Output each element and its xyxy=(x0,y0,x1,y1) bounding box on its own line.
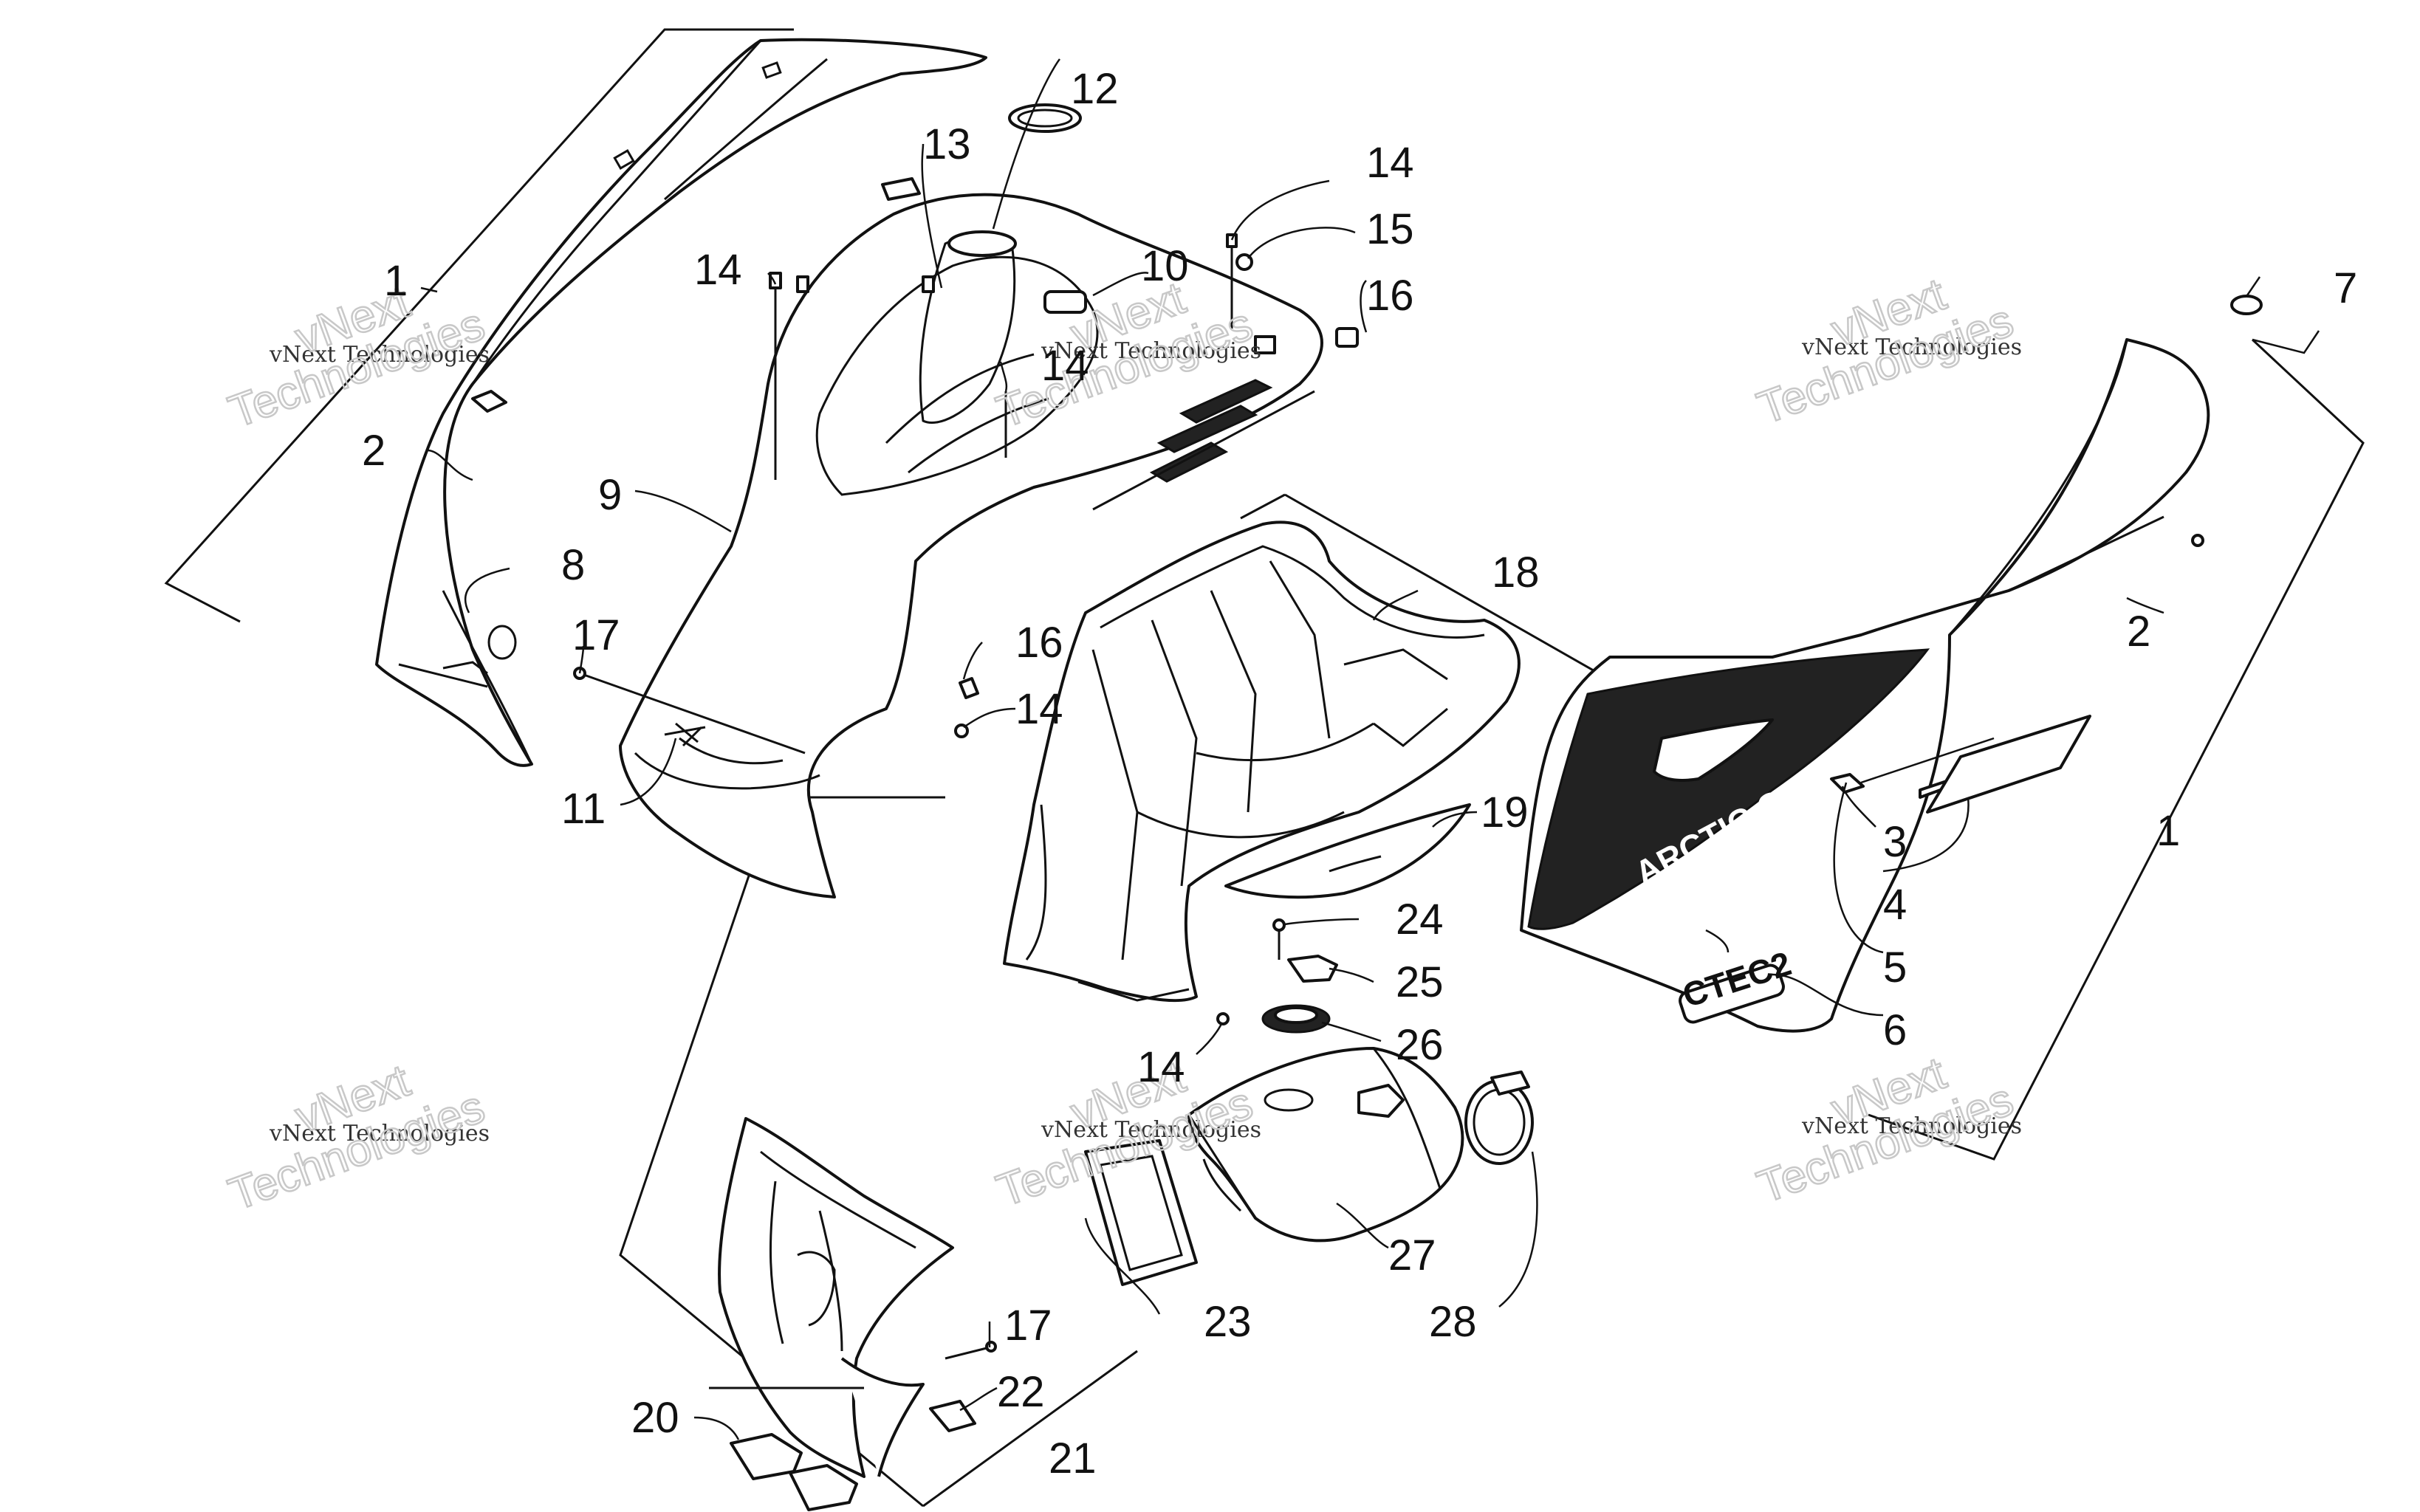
watermark-company: vNext Technologies xyxy=(269,342,490,368)
callout-26: 26 xyxy=(1396,1021,1444,1069)
callout-3: 3 xyxy=(1883,818,1907,866)
callout-11: 11 xyxy=(561,785,606,833)
callout-1: 1 xyxy=(2156,807,2180,855)
watermark-company: vNext Technologies xyxy=(1801,1113,2022,1139)
callout-19: 19 xyxy=(1481,788,1529,836)
callout-28: 28 xyxy=(1429,1298,1477,1346)
callout-15: 15 xyxy=(1366,205,1414,253)
lower-intake xyxy=(709,1117,997,1511)
callout-14: 14 xyxy=(1137,1043,1185,1091)
watermark-company: vNext Technologies xyxy=(1801,334,2022,360)
callout-24: 24 xyxy=(1396,896,1444,944)
callout-27: 27 xyxy=(1388,1231,1436,1279)
hood-small-parts xyxy=(573,103,1359,755)
callout-9: 9 xyxy=(598,471,622,519)
callout-1: 1 xyxy=(384,257,408,305)
callout-16: 16 xyxy=(1015,619,1063,667)
callout-6: 6 xyxy=(1883,1006,1907,1054)
left-side-panel xyxy=(375,38,987,767)
callout-22: 22 xyxy=(997,1368,1045,1416)
watermark-company: vNext Technologies xyxy=(1041,1117,1261,1143)
callout-13: 13 xyxy=(923,120,971,168)
callout-14: 14 xyxy=(694,246,742,294)
air-box xyxy=(1003,520,1521,1003)
callout-14: 14 xyxy=(1015,685,1063,733)
front-hood xyxy=(619,193,1323,898)
right-side-panel: ARCTIC CAT CTEC2 xyxy=(1520,295,2263,1033)
callouts: 1 2 8 9 17 11 12 13 14 10 14 14 15 16 16… xyxy=(362,65,2357,1482)
callout-20: 20 xyxy=(631,1394,679,1442)
callout-17: 17 xyxy=(1004,1302,1052,1350)
callout-14: 14 xyxy=(1041,342,1089,390)
callout-21: 21 xyxy=(1049,1434,1097,1482)
callout-12: 12 xyxy=(1071,65,1119,113)
watermark-company: vNext Technologies xyxy=(1041,338,1261,364)
callout-14: 14 xyxy=(1366,139,1414,187)
callout-2: 2 xyxy=(362,427,385,475)
leader-lines xyxy=(420,58,2261,1440)
intake-duct xyxy=(1084,918,1534,1286)
callout-10: 10 xyxy=(1141,242,1189,290)
group-lines xyxy=(164,28,2365,1508)
callout-8: 8 xyxy=(561,541,585,589)
watermark-company: vNext Technologies xyxy=(269,1121,490,1147)
callout-4: 4 xyxy=(1883,881,1907,929)
callout-25: 25 xyxy=(1396,958,1444,1006)
callout-7: 7 xyxy=(2334,264,2357,312)
callout-18: 18 xyxy=(1492,549,1540,597)
callout-16: 16 xyxy=(1366,272,1414,320)
callout-5: 5 xyxy=(1883,944,1907,992)
callout-23: 23 xyxy=(1204,1298,1252,1346)
callout-17: 17 xyxy=(572,611,620,659)
callout-2: 2 xyxy=(2127,608,2150,656)
